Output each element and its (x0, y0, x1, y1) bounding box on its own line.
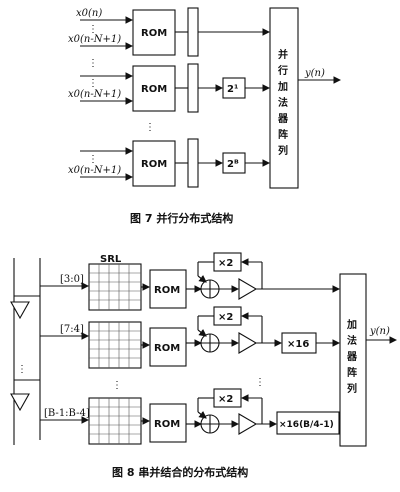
svg-text:列: 列 (347, 382, 357, 395)
svg-text:并: 并 (278, 48, 288, 61)
fig8-row-2: ×16 ×2 (186, 306, 341, 354)
fig8-srl-block-1 (88, 263, 142, 311)
svg-text:阵: 阵 (278, 128, 288, 141)
fig8-range-1: [3:0] (60, 274, 84, 285)
figure-8: SRL ⋮ [3:0] [7:4] [B-1:B-4] ⋮ (10, 252, 398, 479)
svg-text:⋮: ⋮ (88, 154, 98, 165)
fig7-rom-label-1: ROM (141, 28, 167, 39)
fig7-rom-label-3: ROM (141, 159, 167, 170)
fig7-dots: ⋮ (88, 24, 98, 35)
svg-text:⋮: ⋮ (17, 364, 27, 375)
fig7-rom-2 (132, 65, 176, 112)
svg-text:×2: ×2 (218, 394, 233, 405)
fig8-row-3: ×16(B/4-1) ×2 (186, 388, 340, 435)
fig8-range-2: [7:4] (60, 324, 84, 335)
fig8-rom-3 (149, 403, 187, 443)
svg-text:器: 器 (346, 351, 358, 363)
fig7-input-bottom-3: x0(n-N+1) (68, 165, 121, 176)
fig8-adder-array (339, 273, 367, 447)
fig8-caption: 图 8 串并结合的分布式结构 (112, 465, 248, 479)
fig7-register-2 (187, 63, 199, 113)
svg-text:加: 加 (346, 318, 357, 331)
svg-text:⋮: ⋮ (88, 78, 98, 89)
svg-text:器: 器 (277, 113, 289, 125)
fig8-srl-block-3 (88, 397, 142, 445)
fig7-input-top-1: x0(n) (76, 8, 102, 19)
fig7-dots-a: ⋮ (88, 58, 98, 69)
fig7-input-bottom-2: x0(n-N+1) (68, 89, 121, 100)
fig8-srl-block-2 (88, 321, 142, 369)
fig8-rom-2 (149, 327, 187, 367)
fig8-mult-2 (276, 411, 340, 435)
fig8-delay-1 (10, 301, 30, 320)
svg-text:×2: ×2 (218, 312, 233, 323)
figure-7: x0(n) ⋮ x0(n-N+1) ROM ⋮ ⋮ x0(n-N+1) ROM … (68, 7, 342, 225)
fig7-adder-array (269, 7, 299, 189)
fig7-group-1: x0(n) ⋮ x0(n-N+1) ROM (68, 7, 271, 57)
fig7-group-2: ⋮ x0(n-N+1) ROM 2¹ (68, 63, 271, 113)
svg-text:ROM: ROM (154, 343, 180, 354)
fig7-shift-label-2: 2ᴮ (227, 159, 239, 170)
svg-text:⋮: ⋮ (112, 380, 122, 391)
svg-text:ROM: ROM (154, 419, 180, 430)
fig7-input-bottom-1: x0(n-N+1) (68, 34, 121, 45)
fig7-adder-label: 并 行 加 法 器 阵 列 (277, 48, 289, 157)
fig8-delay-2 (10, 393, 30, 412)
svg-text:阵: 阵 (347, 366, 357, 379)
fig7-output-label: y(n) (304, 68, 325, 79)
fig8-range-3: [B-1:B-4] (44, 408, 90, 419)
fig8-srl-label: SRL (100, 254, 122, 265)
svg-text:⋮: ⋮ (255, 377, 265, 388)
svg-text:法: 法 (278, 96, 288, 109)
fig7-dots-b: ⋮ (145, 122, 155, 133)
fig7-caption: 图 7 并行分布式结构 (130, 211, 233, 225)
svg-text:法: 法 (347, 334, 357, 347)
svg-text:×16(B/4-1): ×16(B/4-1) (279, 420, 334, 430)
svg-text:×2: ×2 (218, 258, 233, 269)
fig7-group-3: ⋮ x0(n-N+1) ROM 2ᴮ (68, 138, 271, 188)
svg-text:×16: ×16 (287, 339, 309, 350)
svg-text:列: 列 (278, 144, 288, 157)
fig8-rom-1 (149, 269, 187, 309)
fig8-row-1: ×2 (186, 252, 341, 300)
fig7-rom-label-2: ROM (141, 84, 167, 95)
fig7-rom-1 (132, 9, 176, 56)
fig8-register-2 (238, 332, 258, 354)
fig7-rom-3 (132, 140, 176, 187)
fig7-register-3 (187, 138, 199, 188)
fig7-register-1 (187, 7, 199, 57)
fig7-shift-label-1: 2¹ (227, 84, 238, 95)
svg-text:行: 行 (277, 64, 288, 77)
fig8-adder-label: 加 法 器 阵 列 (346, 318, 358, 395)
fig8-register-1 (238, 278, 258, 300)
svg-text:加: 加 (277, 80, 288, 93)
svg-text:ROM: ROM (154, 285, 180, 296)
fig8-output-label: y(n) (369, 326, 390, 337)
fig8-register-3 (238, 413, 258, 435)
